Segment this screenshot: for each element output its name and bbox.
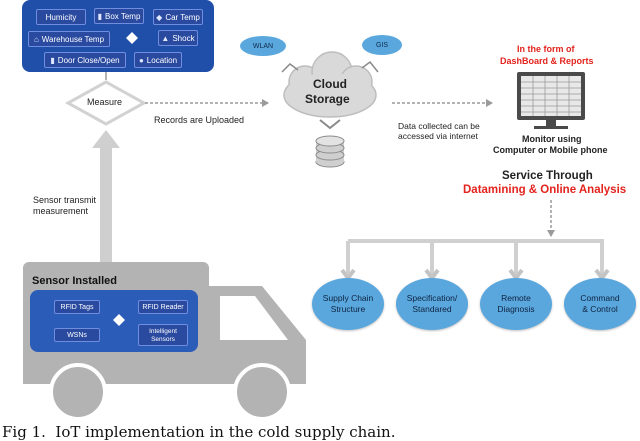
warehouse-icon: ⌂ (33, 34, 39, 44)
wsns-chip: WSNs (54, 328, 100, 342)
remote-diagnosis-node: Remote Diagnosis (480, 278, 552, 330)
sensor-panel-diamond (126, 32, 138, 44)
intelligent-sensors-chip: Intelligent Sensors (138, 324, 188, 346)
rfid-tags-chip: RFID Tags (54, 300, 100, 314)
shock-chip: ▲ Shock (158, 30, 198, 46)
supply-chain-structure-node: Supply Chain Structure (312, 278, 384, 330)
service-line: Supply Chain (322, 293, 374, 304)
car-temp-label: Car Temp (165, 12, 200, 22)
dashboard-line1: In the form of (517, 44, 575, 54)
records-uploaded-label: Records are Uploaded (154, 115, 245, 125)
monitor-line1: Monitor using (522, 134, 582, 144)
cloud-title-line1: Cloud (313, 77, 347, 91)
sensor-transmit-label-2: measurement (33, 206, 89, 216)
box-temp-label: Box Temp (104, 11, 141, 21)
figure-caption: Fig 1. IoT implementation in the cold su… (2, 423, 396, 441)
service-line: Command (580, 293, 620, 304)
measure-label: Measure (87, 97, 123, 107)
wlan-bubble: WLAN (240, 36, 286, 56)
wlan-connector (281, 63, 299, 73)
warehouse-temp-label: Warehouse Temp (41, 34, 105, 44)
gis-connector (361, 60, 379, 73)
rfid-tags-label: RFID Tags (60, 303, 94, 311)
thermometer-icon: ▮ (97, 11, 102, 21)
box-temp-chip: ▮ Box Temp (94, 8, 144, 24)
monitor-line2: Computer or Mobile phone (493, 145, 608, 155)
sensor-upload-shaft (100, 146, 112, 266)
door-chip: ▮ Door Close/Open (44, 52, 126, 68)
location-chip: ● Location (134, 52, 182, 68)
cloud-title-line2: Storage (305, 92, 350, 106)
shock-label: Shock (172, 33, 195, 43)
service-line: & Control (582, 304, 618, 314)
service-line: Standared (412, 304, 452, 314)
service-line: Specification/ (406, 293, 458, 304)
door-icon: ▮ (50, 55, 55, 65)
specification-standared-node: Specification/ Standared (396, 278, 468, 330)
truck-panel-diamond (113, 314, 125, 326)
monitor-icon (517, 72, 585, 129)
command-control-node: Command & Control (564, 278, 636, 330)
service-through-label: Service Through (502, 170, 593, 182)
gis-label: GIS (375, 41, 389, 49)
service-branch-tree (346, 239, 604, 276)
dashboard-line2: DashBoard & Reports (500, 56, 594, 66)
humidity-label: Humicity (45, 12, 77, 22)
rfid-reader-chip: RFID Reader (138, 300, 188, 314)
car-temp-chip: ◆ Car Temp (153, 9, 203, 25)
warehouse-temp-chip: ⌂ Warehouse Temp (28, 31, 110, 47)
humidity-chip: Humicity (36, 9, 86, 25)
data-collected-line1: Data collected can be (398, 121, 480, 131)
sensor-upload-arrowhead (92, 130, 120, 148)
warning-icon: ▲ (161, 33, 170, 43)
gis-bubble: GIS (362, 35, 402, 55)
wlan-label: WLAN (252, 42, 274, 50)
sensor-transmit-label-1: Sensor transmit (33, 195, 97, 205)
database-icon (315, 135, 345, 168)
sensor-installed-title: Sensor Installed (32, 275, 117, 287)
location-label: Location (146, 55, 178, 65)
location-pin-icon: ● (138, 55, 144, 65)
intelligent-label-1: Intelligent (149, 327, 177, 335)
rfid-reader-label: RFID Reader (142, 303, 184, 311)
service-line: Structure (330, 304, 366, 314)
service-line: Remote (501, 293, 531, 304)
wsns-label: WSNs (67, 331, 87, 339)
service-line: Diagnosis (497, 304, 535, 314)
datamining-label: Datamining & Online Analysis (463, 184, 627, 196)
cloud-chevron (319, 119, 341, 130)
measure-diamond (64, 80, 148, 126)
car-icon: ◆ (156, 12, 163, 22)
intelligent-label-2: Sensors (151, 335, 175, 343)
data-collected-line2: accessed via internet (398, 131, 478, 141)
door-label: Door Close/Open (57, 55, 120, 65)
